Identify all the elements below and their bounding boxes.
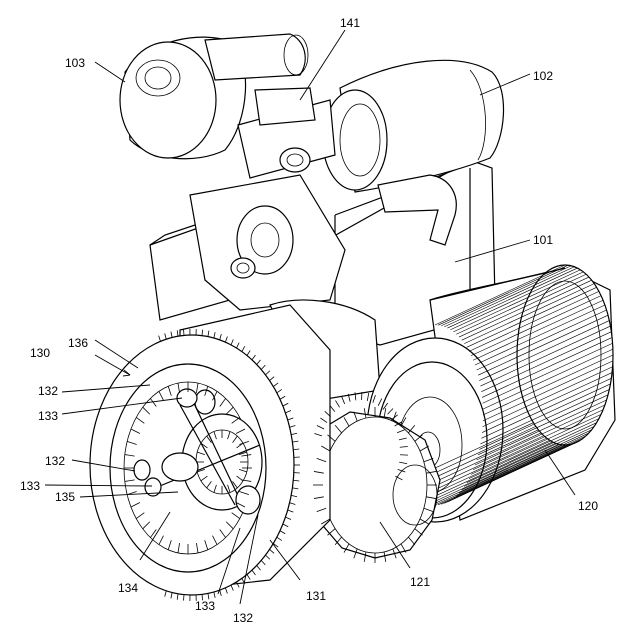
gear-tooth: [220, 590, 222, 596]
gear-tooth: [342, 397, 345, 404]
gear-tooth: [177, 330, 178, 336]
gear-tooth: [171, 593, 172, 599]
gear-tooth: [171, 332, 172, 338]
label-102: 102: [533, 69, 553, 83]
gear-tooth: [367, 393, 368, 401]
label-133-bottom: 133: [195, 599, 215, 613]
label-133-mid: 133: [20, 479, 40, 493]
label-131: 131: [306, 589, 326, 603]
label-141: 141: [340, 16, 360, 30]
gear-tooth: [335, 400, 339, 407]
intake-pipe-141: [238, 88, 335, 178]
gear-tooth: [165, 591, 167, 597]
label-120: 120: [578, 499, 598, 513]
label-130: 130: [30, 346, 50, 360]
gear-tooth: [225, 588, 227, 594]
label-103: 103: [65, 56, 85, 70]
label-135: 135: [55, 490, 75, 504]
gear-tooth: [177, 594, 178, 600]
label-121: 121: [410, 575, 430, 589]
gear-tooth: [165, 333, 167, 339]
label-134: 134: [118, 581, 138, 595]
label-136: 136: [68, 336, 88, 350]
label-101: 101: [533, 233, 553, 247]
label-133-top: 133: [38, 409, 58, 423]
gear-tooth: [214, 592, 215, 598]
label-132-mid: 132: [45, 454, 65, 468]
gear-tooth: [159, 336, 161, 342]
label-132-top: 132: [38, 384, 58, 398]
gear-tooth: [231, 585, 233, 591]
label-132-bottom: 132: [233, 611, 253, 625]
